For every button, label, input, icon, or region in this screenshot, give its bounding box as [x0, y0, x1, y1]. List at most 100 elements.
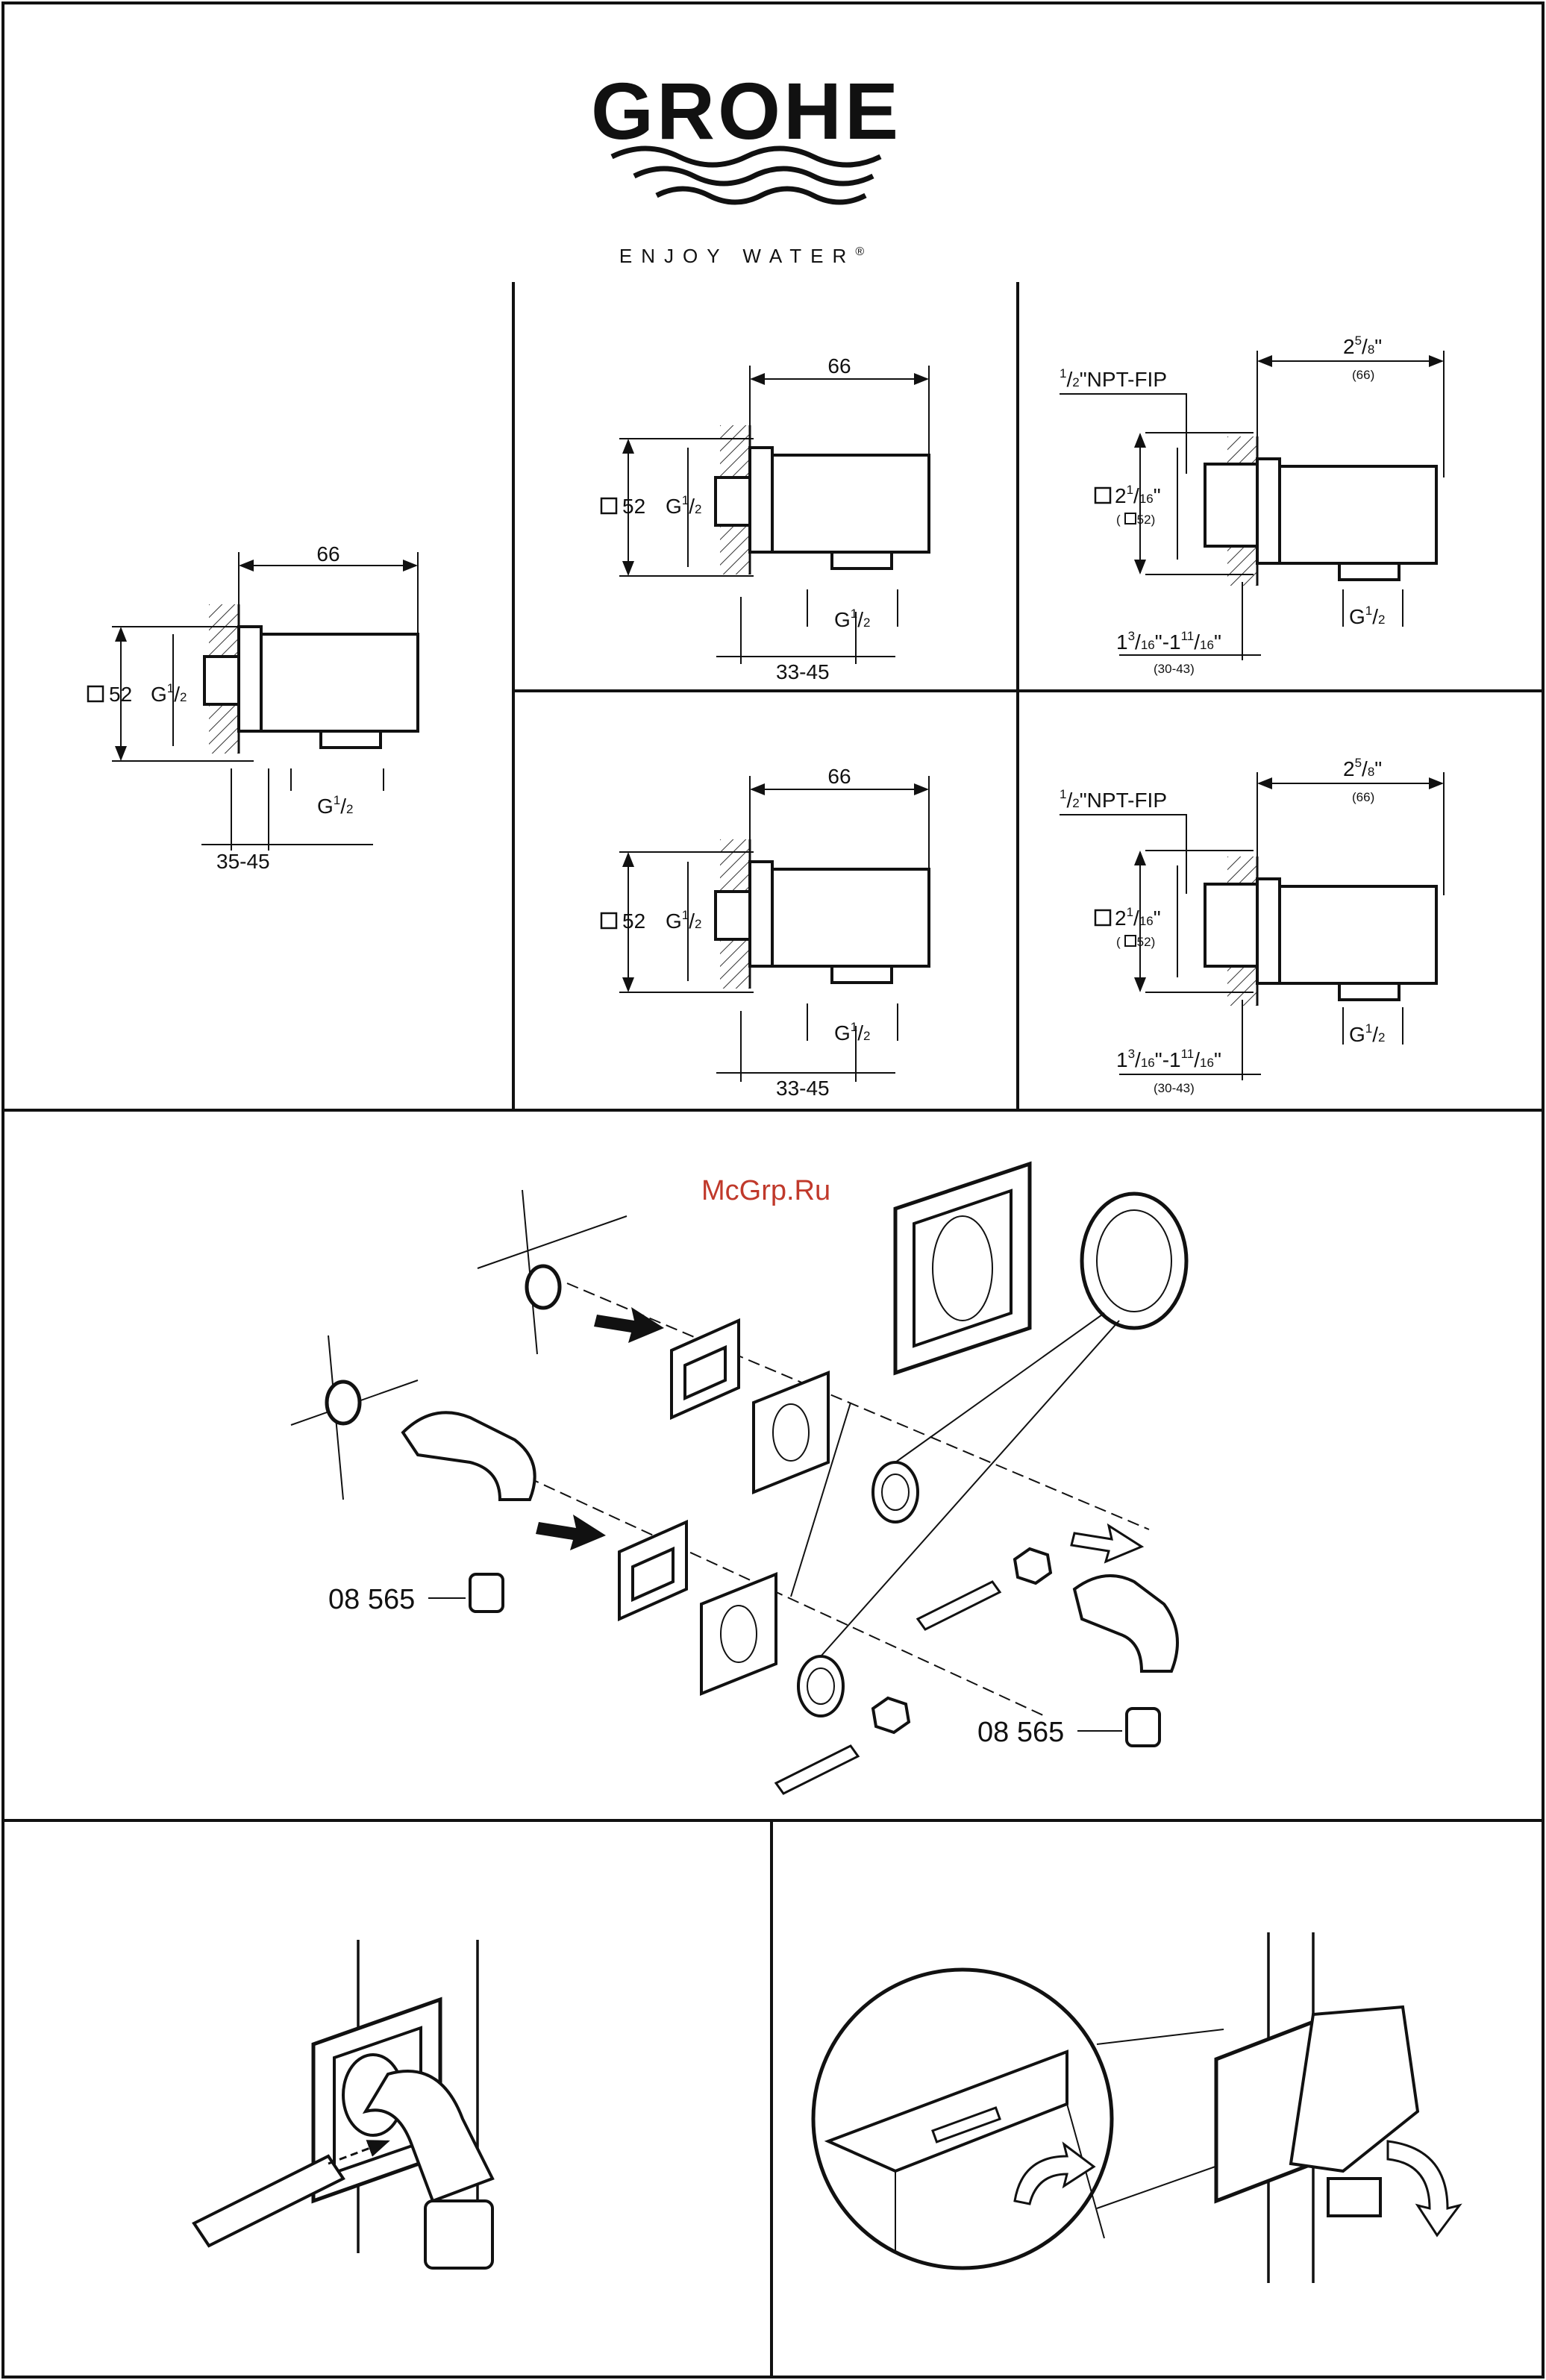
thread-den-bottom: 2: [863, 616, 870, 630]
thread-den-bottom: 2: [346, 802, 353, 816]
thread-g: G: [151, 683, 167, 706]
square-symbol: [601, 498, 616, 513]
square-symbol: [88, 686, 103, 701]
svg-text:G1/2: G1/2: [666, 493, 702, 518]
dim-square: 52: [622, 909, 645, 933]
range-b-whole: 1: [1169, 1048, 1181, 1071]
wrench-icon: [918, 1582, 1000, 1629]
step-clip-cover: [813, 1932, 1459, 2283]
push-arrow-icon: [594, 1307, 664, 1343]
dim-depth: 66: [827, 765, 851, 788]
depth-den: 8: [1368, 765, 1374, 779]
thread-g: G: [666, 909, 682, 933]
square-symbol: [1095, 910, 1110, 925]
depth-num: 5: [1355, 333, 1362, 348]
article-number-left: 08 565: [328, 1584, 415, 1615]
square-mm: 52: [1137, 513, 1151, 527]
svg-text:G1/2: G1/2: [151, 681, 187, 706]
svg-text:1/2"NPT-FIP: 1/2"NPT-FIP: [1060, 787, 1167, 812]
pull-arrow-icon: [1071, 1526, 1142, 1562]
svg-text:1/2"NPT-FIP: 1/2"NPT-FIP: [1060, 366, 1167, 391]
npt-label: NPT-FIP: [1087, 368, 1167, 391]
svg-text:13/16"-111/16": 13/16"-111/16": [1116, 629, 1221, 654]
range-a-num: 3: [1128, 1047, 1135, 1061]
elbow-fitting-left: [403, 1412, 535, 1500]
depth-den: 8: [1368, 342, 1374, 357]
svg-text:G1/2: G1/2: [1349, 1021, 1386, 1046]
panel-imperial-bottom: 25/8" (66) 1/2"NPT-FIP 21/16" (52) G1/2 …: [1060, 756, 1444, 1095]
range-b-den: 16: [1200, 638, 1214, 652]
thread-den: 2: [695, 917, 701, 931]
thread-num-bottom: 1: [334, 793, 340, 807]
panel-metric-a: 66 52 G1/2 G1/2 35-45: [88, 542, 418, 873]
svg-text:G1/2: G1/2: [1349, 604, 1386, 628]
wave-icon-3: [657, 189, 866, 202]
panel-imperial-top: 25/8" (66) 1/2"NPT-FIP 21/16" (52) G1/2 …: [1060, 333, 1444, 676]
svg-text:13/16"-111/16": 13/16"-111/16": [1116, 1047, 1221, 1071]
range-a-den: 16: [1141, 1056, 1155, 1070]
square-num: 1: [1127, 483, 1133, 497]
svg-text:G1/2: G1/2: [834, 1020, 871, 1045]
npt-den: 2: [1072, 375, 1079, 389]
dim-depth: 66: [827, 354, 851, 378]
wave-icon-2: [634, 169, 873, 184]
range-b-den: 16: [1200, 1056, 1214, 1070]
depth-whole: 2: [1343, 757, 1355, 780]
dim-square: 52: [109, 683, 132, 706]
thread-num: 1: [682, 493, 689, 507]
range-mm: (30-43): [1154, 662, 1195, 676]
svg-text:ENJOY WATER®: ENJOY WATER®: [619, 245, 873, 267]
svg-text:G1/2: G1/2: [317, 793, 354, 818]
square-num: 1: [1127, 905, 1133, 919]
range-a-num: 3: [1128, 629, 1135, 643]
square-symbol-small: [1125, 936, 1136, 946]
exploded-view: McGrp.Ru: [291, 1164, 1186, 1794]
svg-text:G1/2: G1/2: [666, 908, 702, 933]
svg-text:21/16": 21/16": [1115, 483, 1161, 507]
svg-text:25/8": 25/8": [1343, 756, 1382, 780]
thread-den-bottom: 2: [1378, 1030, 1385, 1045]
range-a-den: 16: [1141, 638, 1155, 652]
thread-g-bottom: G: [834, 1021, 851, 1045]
square-whole: 2: [1115, 906, 1127, 930]
elbow-fitting-right: [1074, 1576, 1177, 1671]
square-den: 16: [1139, 492, 1154, 506]
rotate-arrow-icon-2: [1388, 2141, 1459, 2235]
thread-num-bottom: 1: [1365, 1021, 1372, 1036]
thread-g-bottom: G: [1349, 605, 1365, 628]
svg-text:25/8": 25/8": [1343, 333, 1382, 358]
square-symbol: [1095, 488, 1110, 503]
wrench-icon: [194, 2156, 343, 2246]
step-tighten: [194, 1940, 492, 2268]
npt-num: 1: [1060, 366, 1066, 381]
brand-name: GROHE: [591, 66, 901, 156]
npt-num: 1: [1060, 787, 1066, 801]
dim-depth: 66: [316, 542, 339, 566]
range-mm: (30-43): [1154, 1081, 1195, 1095]
panel-metric-b-top: 66 52 G1/2 G1/2 33-45: [601, 354, 929, 683]
thread-g-bottom: G: [317, 795, 334, 818]
thread-num: 1: [682, 908, 689, 922]
square-whole: 2: [1115, 484, 1127, 507]
range-b-num: 11: [1181, 629, 1195, 643]
thread-num: 1: [167, 681, 174, 695]
square-symbol: [601, 913, 616, 928]
push-arrow-icon-2: [536, 1515, 606, 1550]
thread-den-bottom: 2: [1378, 613, 1385, 627]
npt-label: NPT-FIP: [1087, 789, 1167, 812]
thread-g-bottom: G: [1349, 1023, 1365, 1046]
tagline: ENJOY WATER: [619, 245, 855, 267]
depth-mm: (66): [1352, 790, 1374, 804]
svg-text:G1/2: G1/2: [834, 607, 871, 631]
thread-g: G: [666, 495, 682, 518]
npt-den: 2: [1072, 796, 1079, 810]
thread-num-bottom: 1: [1365, 604, 1372, 618]
square-symbol-small: [1125, 513, 1136, 524]
thread-den: 2: [695, 502, 701, 516]
watermark-text: McGrp.Ru: [701, 1175, 830, 1206]
depth-num: 5: [1355, 756, 1362, 770]
depth-whole: 2: [1343, 335, 1355, 358]
panel-metric-b-bottom: 66 52 G1/2 G1/2 33-45: [601, 765, 929, 1100]
range-b-num: 11: [1181, 1047, 1195, 1061]
